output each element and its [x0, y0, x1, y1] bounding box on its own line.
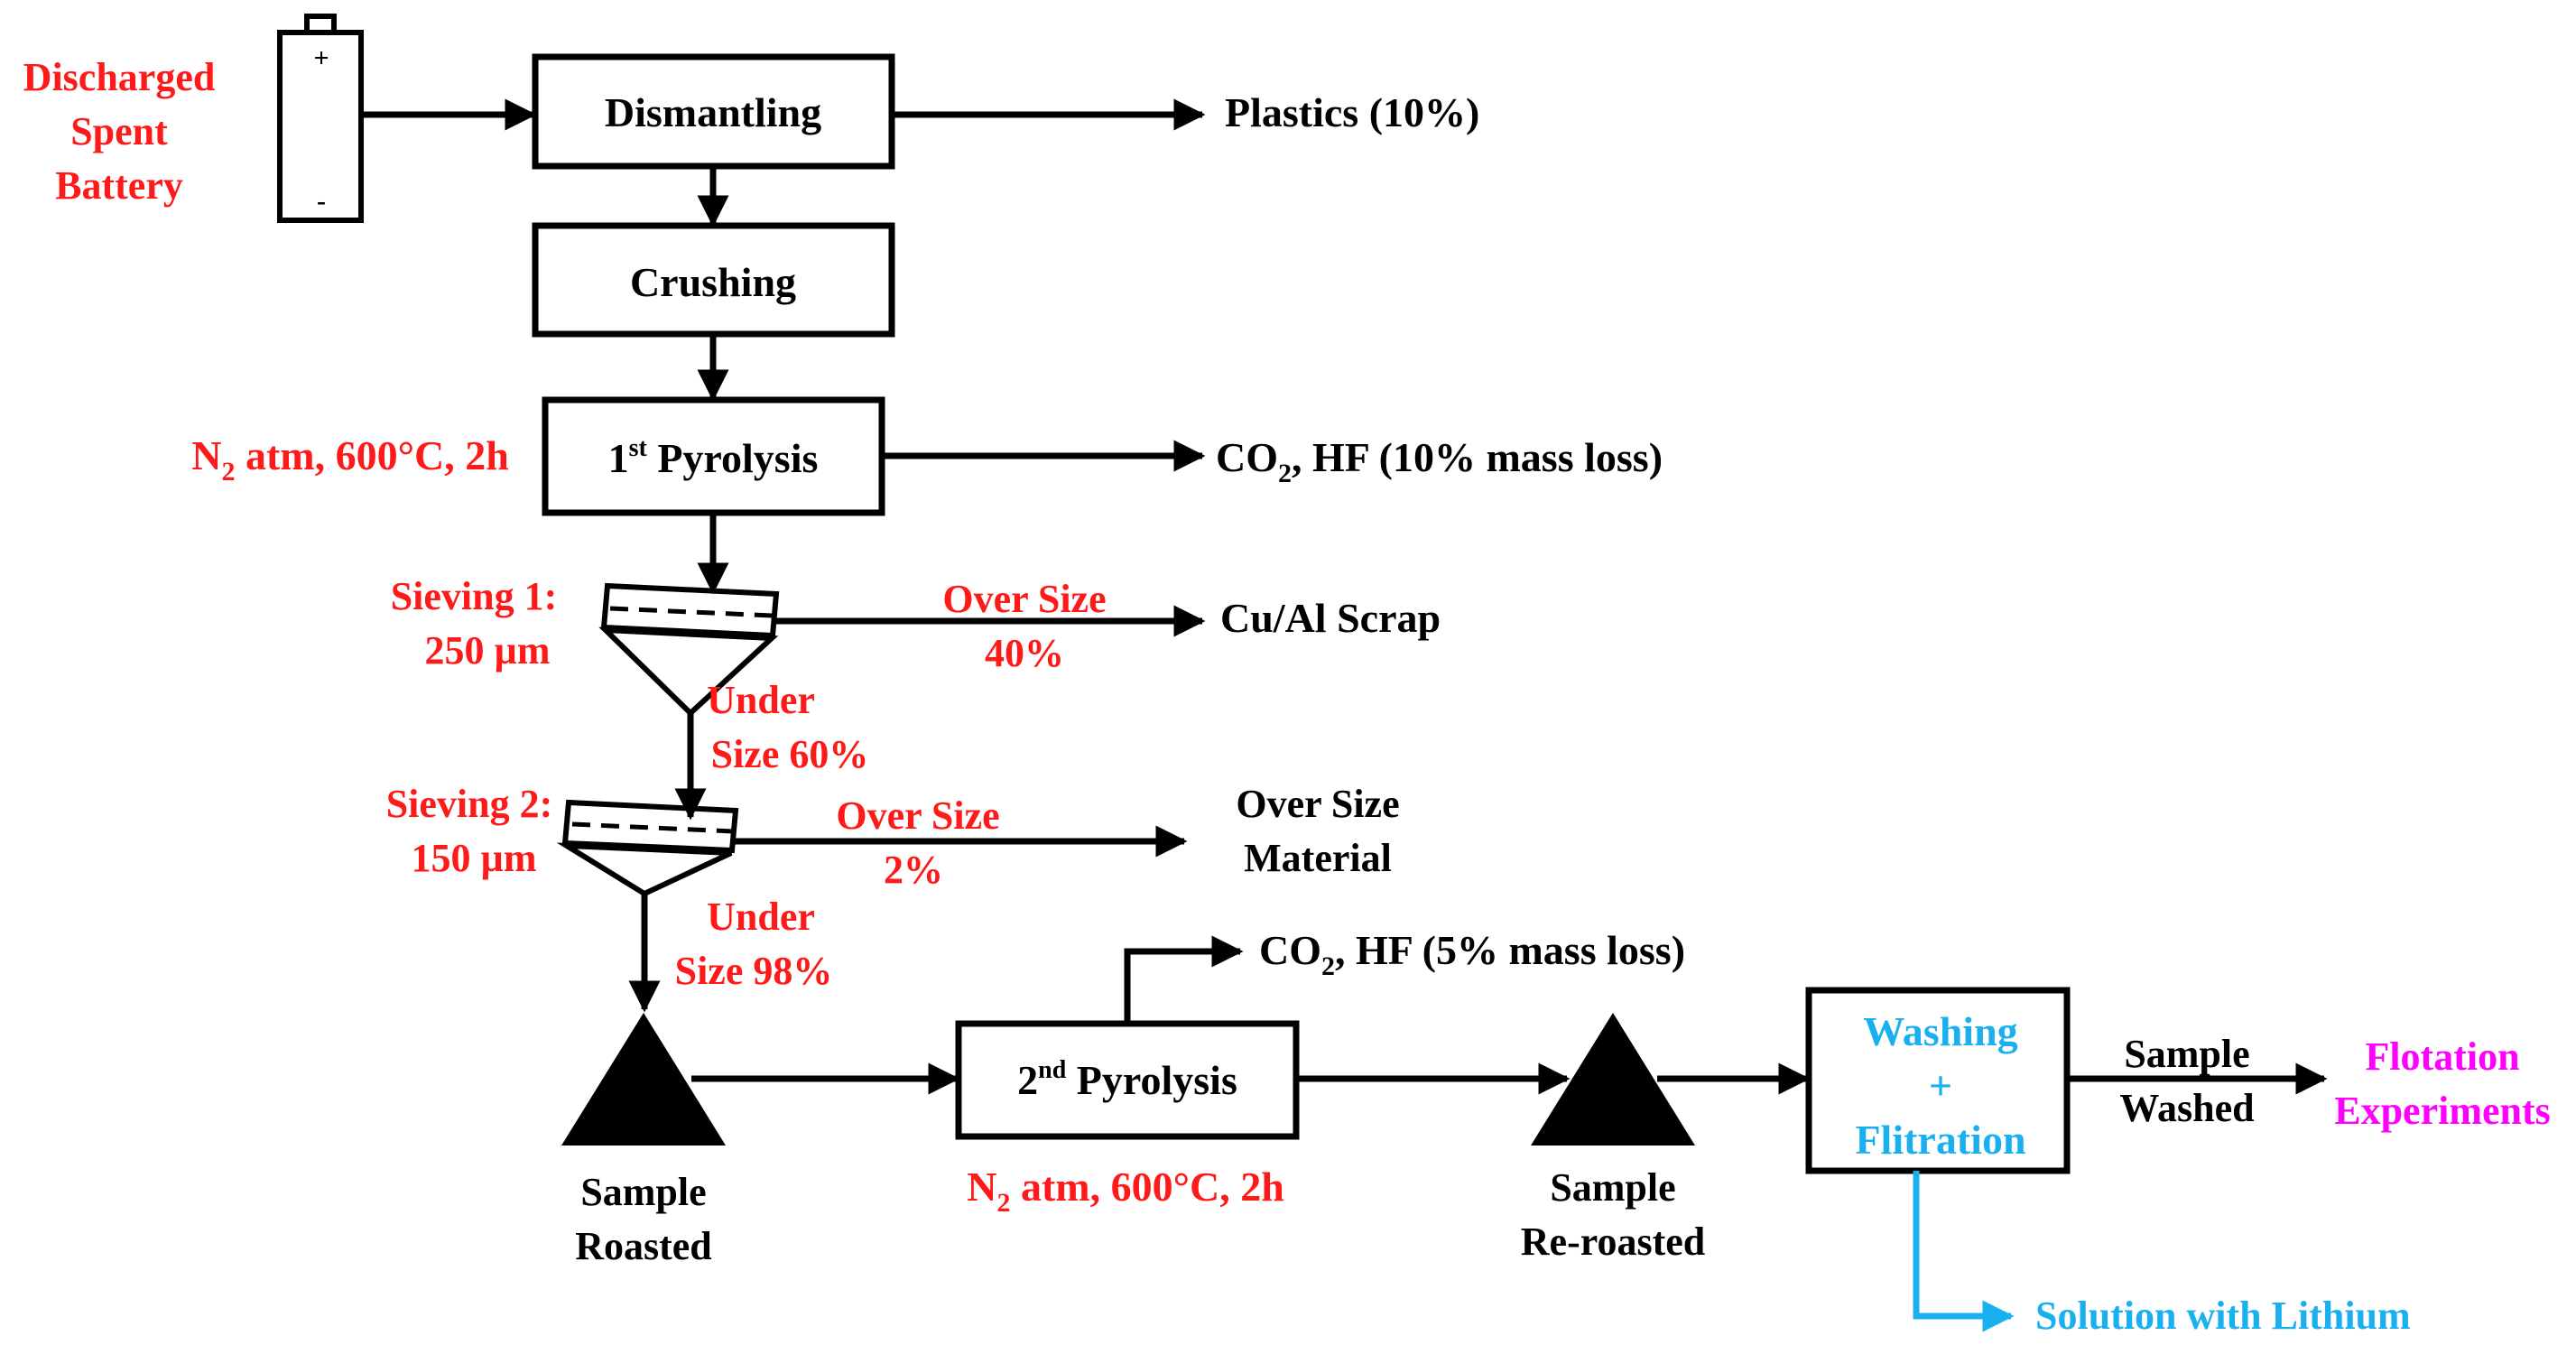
reroasted-label-line-2: Re-roasted [1521, 1220, 1705, 1264]
source-label-line-1: Discharged [23, 55, 216, 99]
sieving-2-under-line-1: Under [707, 895, 815, 939]
sieving-2-label-line-1: Sieving 2: [386, 782, 553, 826]
washing-label-line-1: Washing [1863, 1008, 2017, 1054]
flotation-label-line-2: Experiments [2334, 1089, 2551, 1133]
sieving-2-under-line-2: Size 98% [675, 949, 833, 993]
oversize-material-line-2: Material [1244, 836, 1392, 880]
arrow-to-lithium-solution [1913, 1171, 2015, 1332]
roasted-pile-icon [561, 1013, 726, 1146]
gas-2-output: CO2, HF (5% mass loss) [1259, 927, 1685, 981]
pyrolysis-1-conditions: N2 atm, 600°C, 2h [191, 432, 509, 487]
sieving-2-over-line-1: Over Size [836, 793, 999, 838]
sieving-1-over-line-2: 40% [985, 631, 1064, 675]
source-label-line-2: Spent [70, 109, 168, 153]
washing-label-line-2: + [1929, 1062, 1952, 1108]
battery-icon: + - [277, 14, 364, 223]
roasted-label-line-2: Roasted [575, 1224, 712, 1268]
sieving-1-under-line-1: Under [707, 678, 815, 722]
crushing-label: Crushing [630, 259, 796, 305]
washed-label-line-2: Washed [2119, 1086, 2254, 1130]
source-label: Discharged Spent Battery [23, 55, 216, 208]
dismantling-label: Dismantling [605, 89, 821, 135]
washing-box [1805, 987, 2071, 1174]
washed-label-line-1: Sample [2124, 1032, 2249, 1076]
crushing-box [532, 222, 895, 338]
pyrolysis-2-conditions: N2 atm, 600°C, 2h [967, 1164, 1284, 1218]
washing-label-line-3: Flitration [1855, 1117, 2025, 1163]
battery-minus: - [317, 186, 326, 216]
scrap-output: Cu/Al Scrap [1220, 595, 1441, 641]
sieving-1-over-line-1: Over Size [942, 577, 1106, 621]
roasted-label-line-1: Sample [580, 1170, 706, 1214]
sieving-1-label-line-2: 250 µm [424, 628, 550, 672]
oversize-material-line-1: Over Size [1236, 782, 1399, 826]
reroasted-label-line-1: Sample [1550, 1165, 1675, 1210]
sieving-1-label-line-1: Sieving 1: [391, 574, 558, 618]
dismantling-box [532, 53, 895, 170]
plastics-output: Plastics (10%) [1225, 89, 1479, 135]
sieving-1-under-line-2: Size 60% [711, 732, 869, 776]
reroasted-pile-icon [1531, 1013, 1695, 1146]
sieving-2-over-line-2: 2% [884, 848, 943, 892]
pyrolysis-1-label: 1st Pyrolysis [608, 434, 819, 481]
battery-plus: + [313, 43, 329, 73]
sieve-2-icon [556, 799, 739, 897]
source-label-line-3: Battery [55, 163, 183, 208]
gas-1-output: CO2, HF (10% mass loss) [1216, 434, 1663, 488]
arrow-to-gas-2 [1124, 935, 1244, 1024]
pyrolysis-2-label: 2nd Pyrolysis [1017, 1056, 1237, 1103]
sieving-2-label-line-2: 150 µm [411, 836, 536, 880]
lithium-solution-output: Solution with Lithium [2035, 1294, 2411, 1338]
flotation-label-line-1: Flotation [2365, 1034, 2519, 1079]
